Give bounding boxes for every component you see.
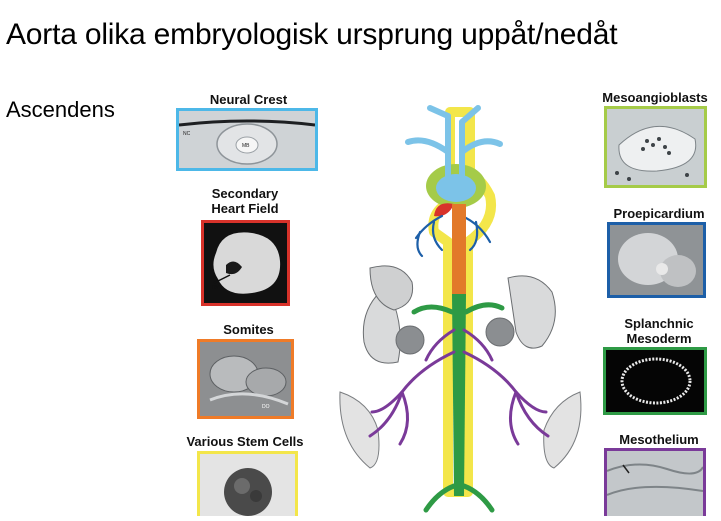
splanchnic-mesoderm-label: Splanchnic Mesoderm bbox=[624, 316, 694, 346]
aorta-diagram bbox=[330, 92, 595, 516]
mesothelium-label: Mesothelium bbox=[619, 432, 699, 447]
mesoangioblasts-label: Mesoangioblasts bbox=[602, 90, 708, 105]
visceral-arteries bbox=[368, 328, 550, 446]
proepicardium-image bbox=[607, 222, 706, 298]
neural-crest-label: Neural Crest bbox=[209, 92, 288, 107]
gonad-outline bbox=[339, 391, 582, 469]
various-stem-cells-image bbox=[197, 451, 298, 516]
mesothelium-image bbox=[604, 448, 706, 516]
micro-do-label: DO bbox=[262, 404, 270, 410]
micro-mb-label: MB bbox=[242, 143, 250, 149]
abdominal-aorta bbox=[452, 294, 466, 496]
ascendens-label: Ascendens bbox=[6, 97, 115, 122]
secondary-heart-field-image: RV bbox=[201, 220, 290, 306]
aortic-root-ring bbox=[434, 203, 454, 217]
secondary-heart-field-label: Secondary Heart Field bbox=[211, 186, 279, 216]
ascending-aorta-vessels bbox=[405, 105, 503, 179]
neural-crest-image: NC MB bbox=[176, 108, 318, 171]
thoracic-aorta bbox=[452, 204, 466, 294]
liver-outline bbox=[369, 265, 414, 311]
slide-title: Aorta olika embryologisk ursprung uppåt/… bbox=[6, 18, 618, 51]
mesoangioblasts-image bbox=[604, 106, 707, 188]
micro-nc-label: NC bbox=[183, 131, 191, 137]
somites-image: DO bbox=[197, 339, 294, 419]
kidney-outline bbox=[362, 275, 556, 364]
somites-label: Somites bbox=[223, 322, 274, 337]
various-stem-cells-label: Various Stem Cells bbox=[186, 434, 304, 449]
splanchnic-mesoderm-image bbox=[603, 347, 707, 415]
proepicardium-label: Proepicardium bbox=[613, 206, 705, 221]
micro-rv-label: RV bbox=[212, 285, 220, 291]
